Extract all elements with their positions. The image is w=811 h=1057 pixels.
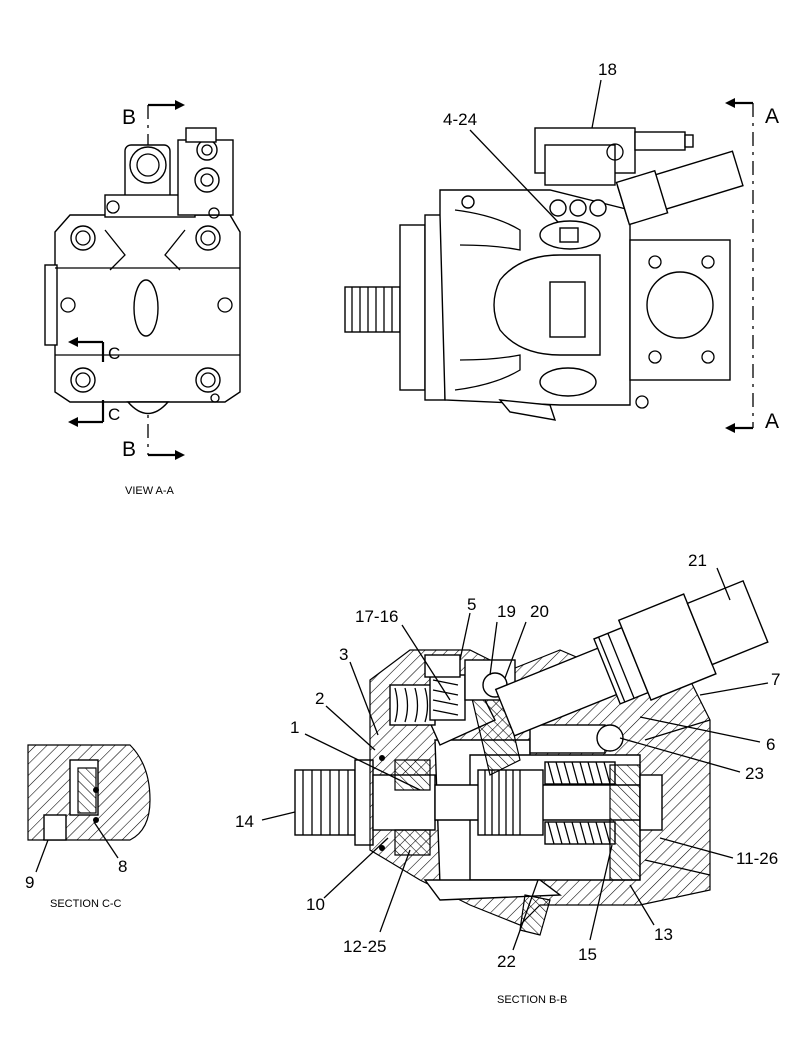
callout-13: 13 [654,925,673,944]
callout-6: 6 [766,735,775,754]
callout-19: 19 [497,602,516,621]
callout-12-25: 12-25 [343,937,386,956]
callout-7: 7 [771,670,780,689]
callout-3: 3 [339,645,348,664]
section-marker-a-top: A [765,105,779,128]
section-bb: 21 7 17-16 5 19 20 3 2 1 6 23 14 11-26 1… [235,551,780,1006]
caption-section-cc: SECTION C-C [50,898,122,910]
callout-17-16: 17-16 [355,607,398,626]
front-bearing [394,759,431,791]
callout-23: 23 [745,764,764,783]
callout-10: 10 [306,895,325,914]
leader-4-24 [469,129,559,223]
callout-15: 15 [578,945,597,964]
callout-18: 18 [598,60,617,79]
drive-shaft [294,769,356,836]
callout-11-26: 11-26 [736,849,778,868]
callout-20: 20 [530,602,549,621]
callout-1: 1 [290,718,299,737]
view-aa: B B C [44,100,241,497]
callout-8: 8 [118,857,127,876]
section-cc: 9 8 SECTION C-C [25,744,151,910]
caption-section-bb: SECTION B-B [497,994,567,1006]
callout-22: 22 [497,952,516,971]
body-left-flange [44,264,58,346]
leader-18 [591,79,602,129]
port-plate [609,764,641,881]
callout-14: 14 [235,812,254,831]
callout-2: 2 [315,689,324,708]
callout-9: 9 [25,873,34,892]
callout-5: 5 [467,595,476,614]
callout-21: 21 [688,551,707,570]
section-marker-c-top: C [108,344,120,363]
section-marker-a-bottom: A [765,410,779,433]
mounting-flange-side [399,224,426,391]
section-marker-b-top: B [122,106,136,129]
section-marker-b-bottom: B [122,438,136,461]
callout-4-24: 4-24 [443,110,477,129]
caption-view-aa: VIEW A-A [125,485,175,497]
section-marker-c-bottom: C [108,405,120,424]
side-view: A A [344,60,779,433]
